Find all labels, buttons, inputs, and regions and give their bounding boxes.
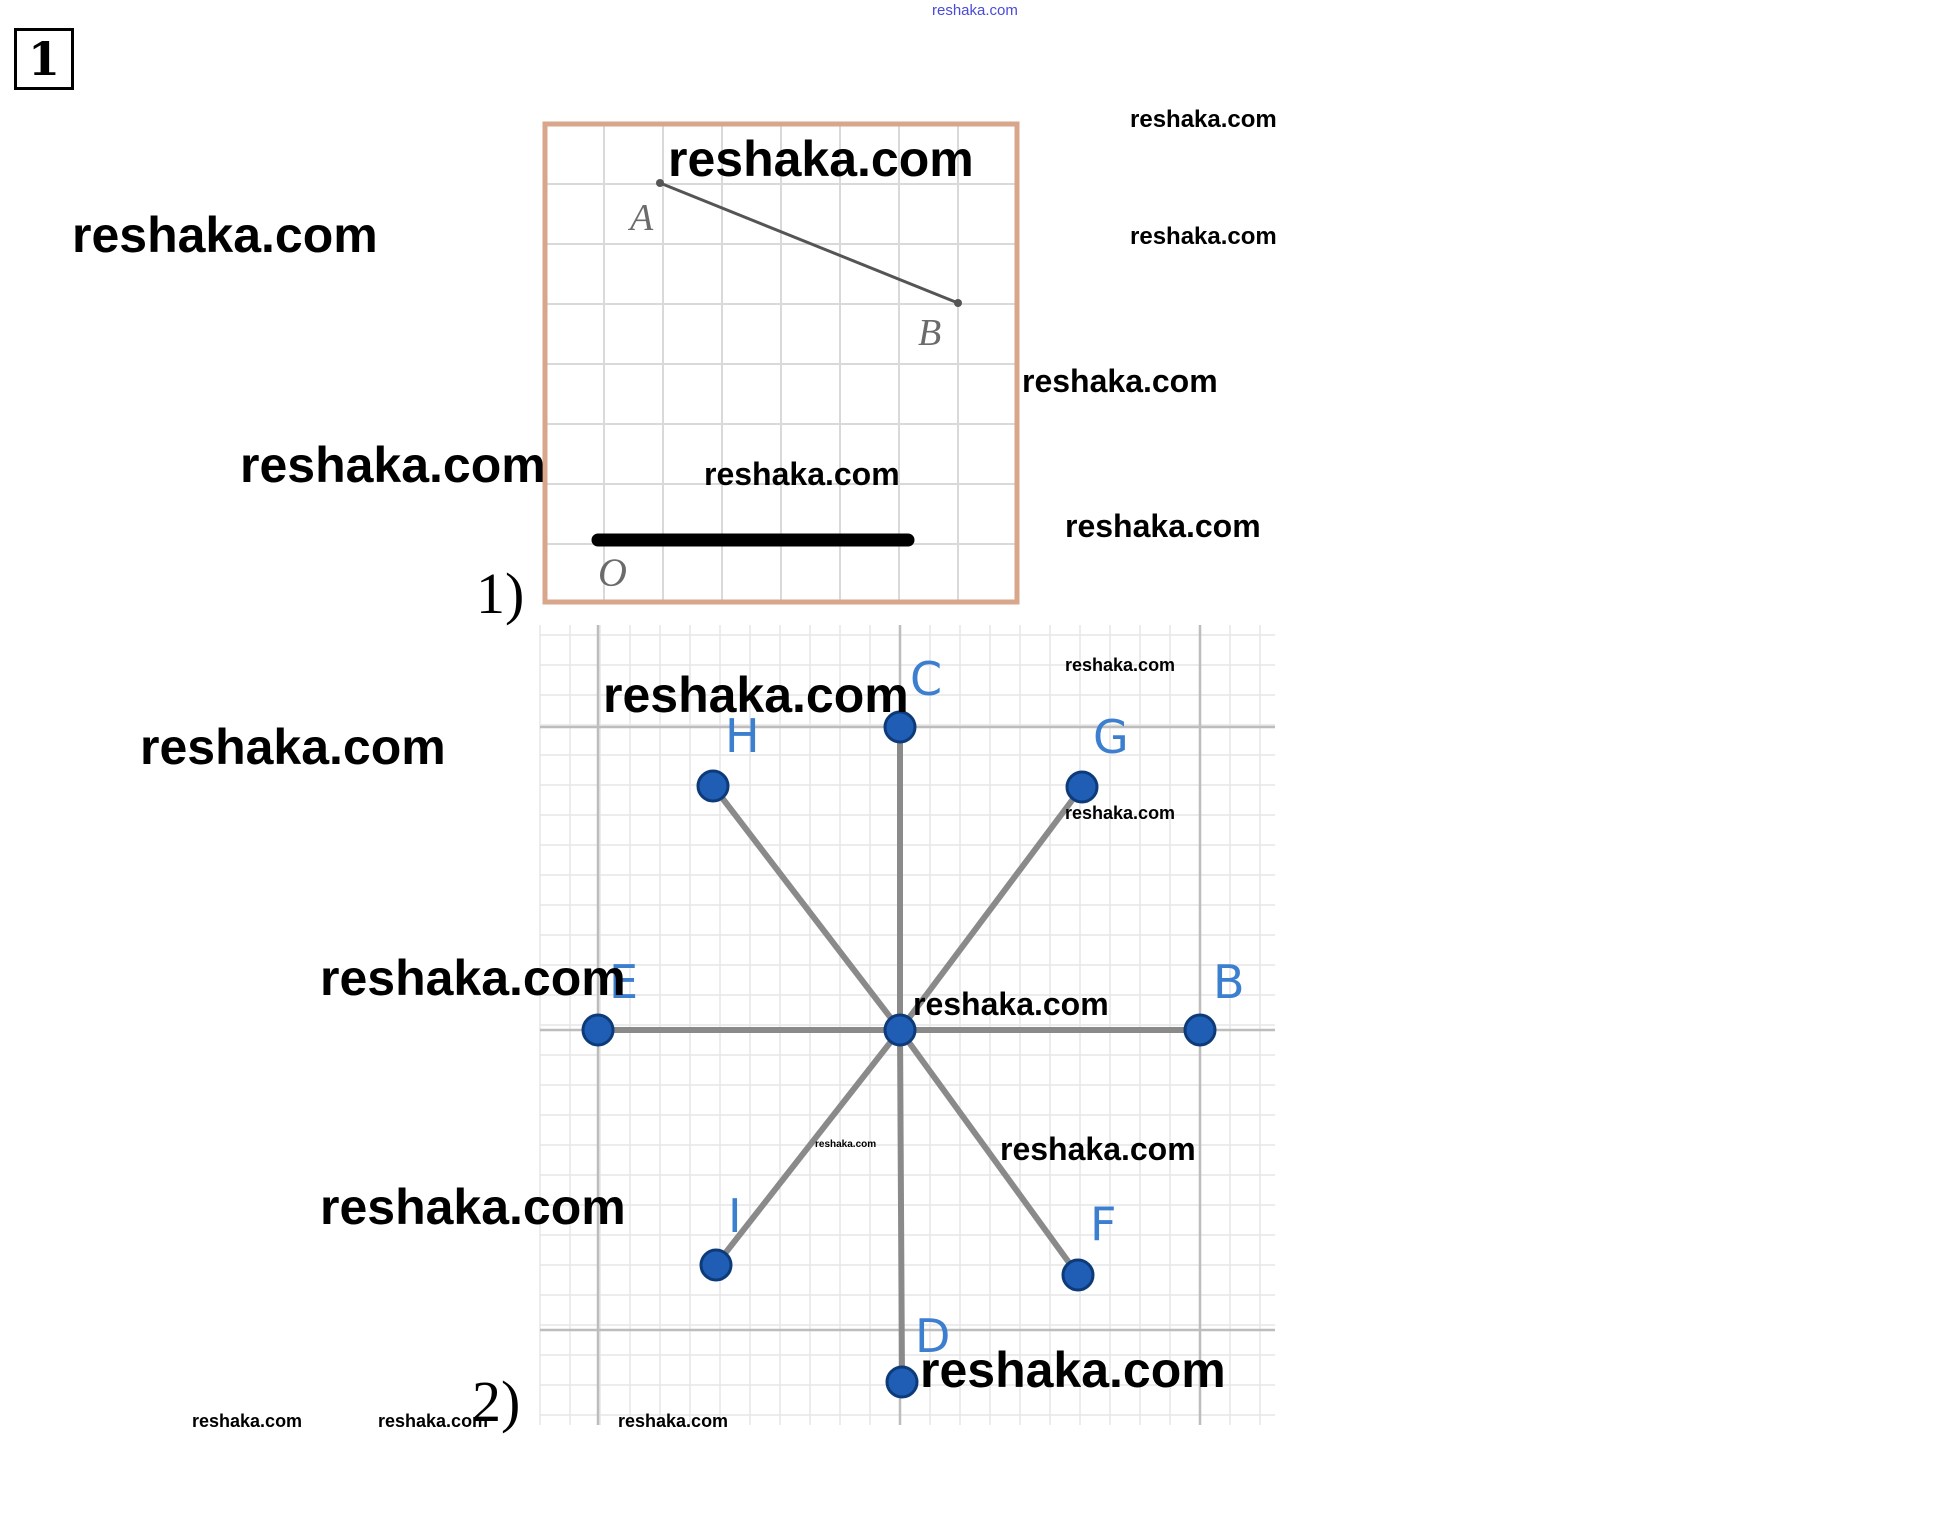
segment-ab (659, 181, 959, 305)
ray (897, 1029, 905, 1383)
watermark: reshaka.com (1130, 223, 1277, 250)
label-d: D (915, 1309, 950, 1363)
watermark: reshaka.com (603, 667, 909, 723)
point-g (1065, 770, 1099, 804)
ray (897, 785, 1085, 1032)
watermark: reshaka.com (704, 456, 900, 492)
label-a: A (627, 197, 654, 239)
watermark: reshaka.com (1130, 106, 1277, 133)
figure-1-label: 1) (476, 561, 525, 626)
point-f (1061, 1258, 1095, 1292)
figure-2-points (581, 710, 1217, 1399)
label-i: I (728, 1189, 742, 1243)
watermark: reshaka.com (1000, 1131, 1196, 1167)
watermark: reshaka.com (72, 207, 378, 263)
label-b2: B (1213, 955, 1245, 1009)
label-c: C (910, 652, 942, 706)
figure-2-label: 2) (472, 1369, 521, 1434)
watermark: reshaka.com (913, 986, 1109, 1022)
task-number: 1 (27, 32, 60, 86)
ray (713, 1028, 903, 1267)
watermark: reshaka.com (920, 1342, 1226, 1398)
watermark: reshaka.com (1065, 508, 1261, 544)
watermark: reshaka.com (815, 1139, 877, 1150)
site-link[interactable]: reshaka.com (932, 2, 1018, 19)
watermark: reshaka.com (320, 1179, 626, 1235)
watermark: reshaka.com (192, 1411, 303, 1431)
label-h: H (725, 709, 760, 763)
point-a (656, 179, 664, 187)
label-g: G (1093, 710, 1129, 764)
point-b (1183, 1013, 1217, 1047)
ray (897, 1028, 1081, 1277)
task-number-box: 1 (14, 28, 74, 90)
watermark: reshaka.com (618, 1411, 729, 1431)
point-e (581, 1013, 615, 1047)
watermark: reshaka.com (668, 131, 974, 187)
watermark: reshaka.com (1022, 363, 1218, 399)
figure-1-frame (542, 121, 1020, 605)
watermark: reshaka.com (320, 950, 626, 1006)
ray (710, 784, 903, 1032)
figure-2-rays (598, 727, 1200, 1383)
point-b (954, 299, 962, 307)
point-h (696, 769, 730, 803)
label-b: B (918, 312, 941, 354)
point-d (885, 1365, 919, 1399)
watermark: reshaka.com (240, 437, 546, 493)
label-e: E (609, 955, 638, 1009)
watermark: reshaka.com (378, 1411, 489, 1431)
watermark: reshaka.com (1065, 655, 1176, 675)
figure-1-grid (544, 123, 1018, 602)
point-center (883, 1013, 917, 1047)
label-f: F (1090, 1197, 1116, 1251)
watermark: reshaka.com (1065, 803, 1176, 823)
label-o: O (598, 550, 627, 595)
point-c (883, 710, 917, 744)
watermark: reshaka.com (140, 719, 446, 775)
point-i (699, 1248, 733, 1282)
